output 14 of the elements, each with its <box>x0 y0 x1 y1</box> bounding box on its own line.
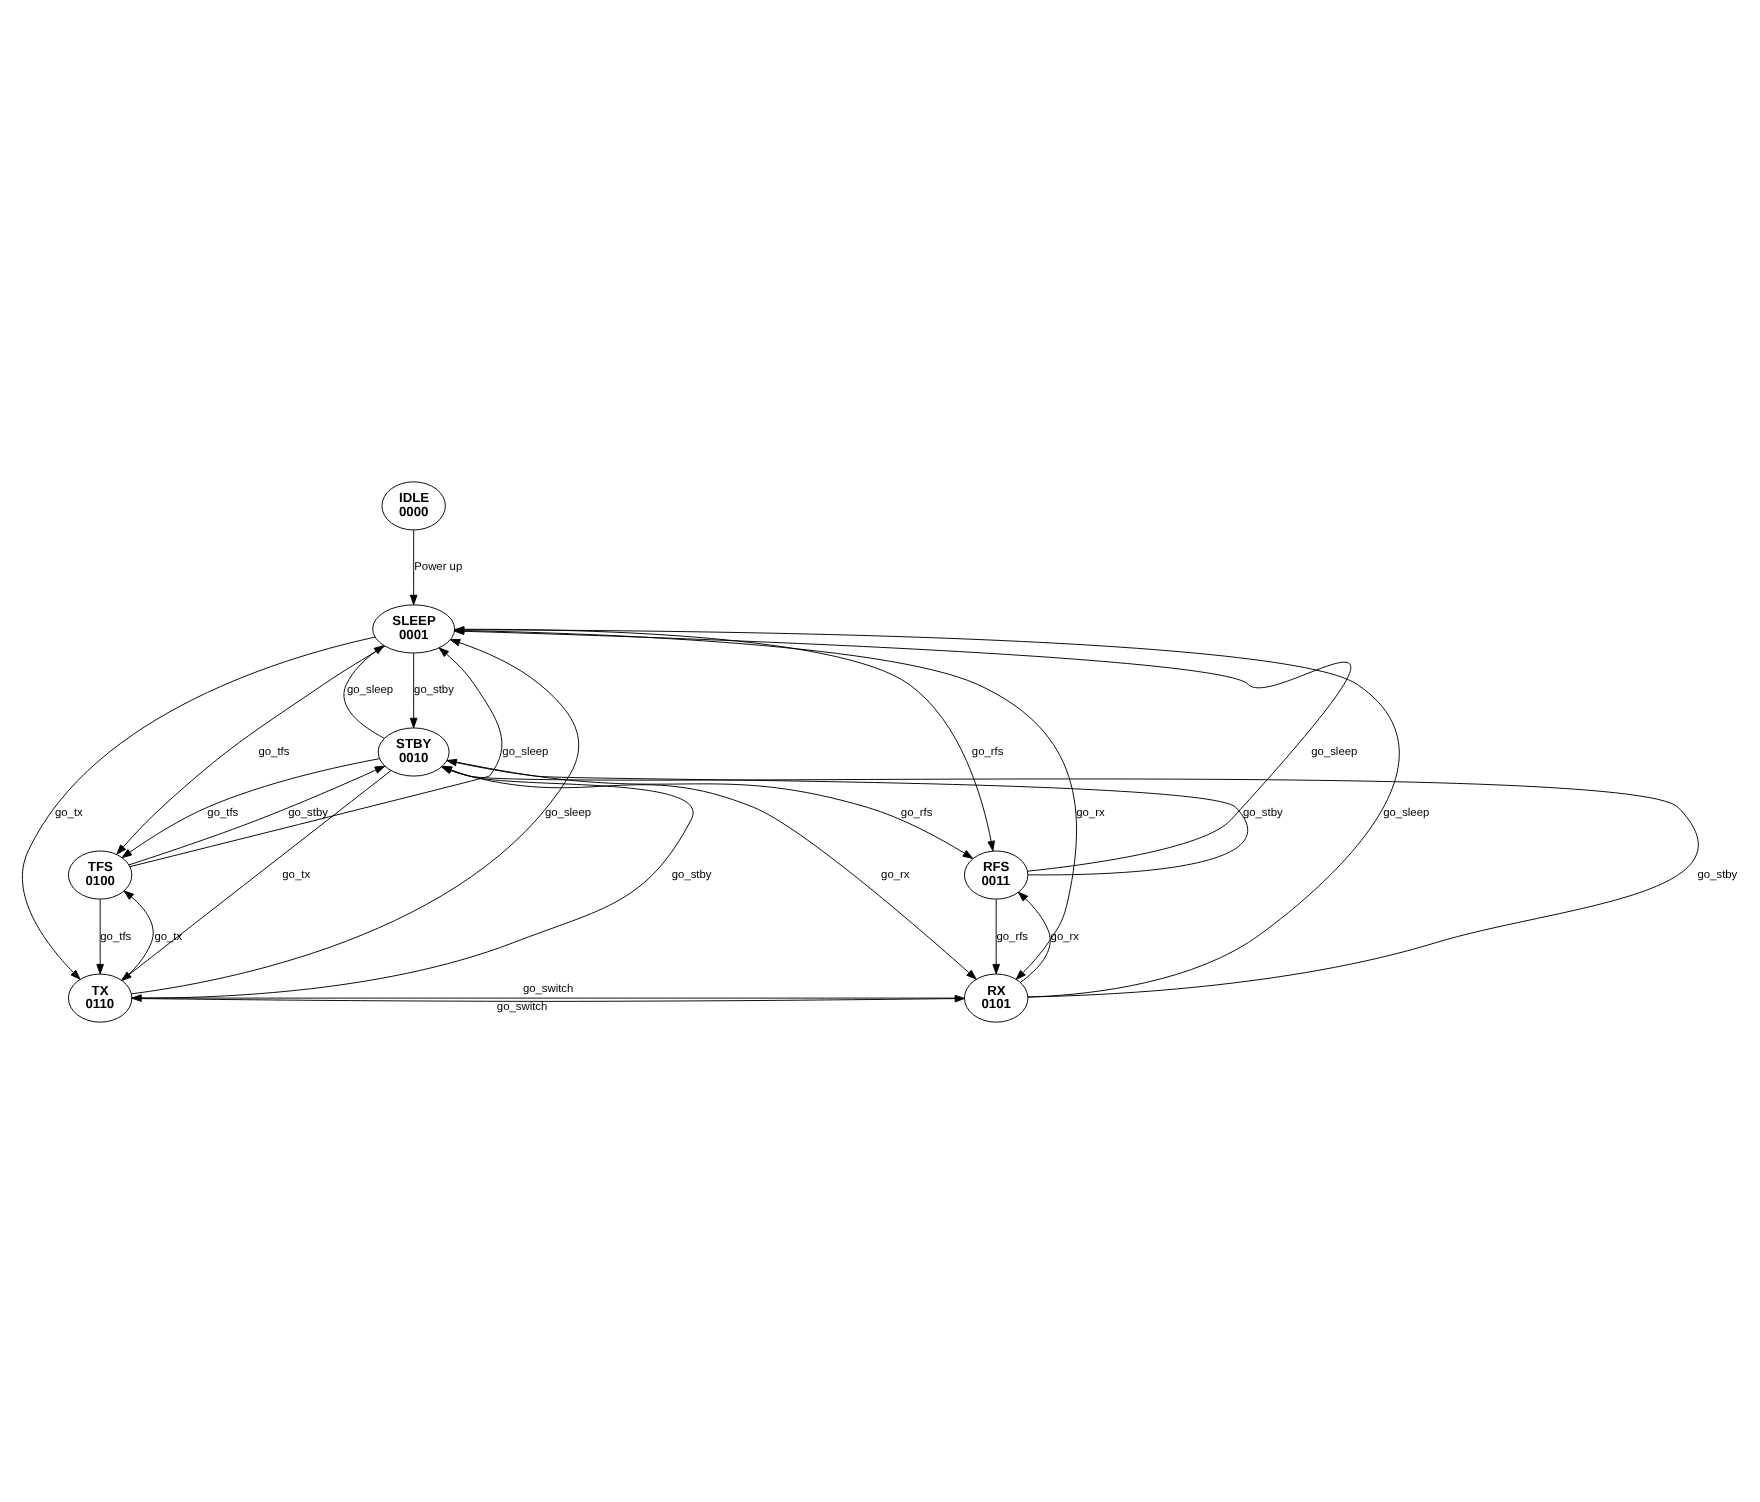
arrow <box>441 765 1699 997</box>
arrow <box>441 765 977 979</box>
arrow <box>409 651 418 728</box>
arrow <box>992 897 1000 974</box>
arrow <box>116 644 386 854</box>
arrow <box>131 764 694 998</box>
arrow <box>129 646 503 867</box>
arrow <box>446 758 974 858</box>
arrow <box>96 897 104 974</box>
arrow <box>130 637 580 994</box>
arrow <box>446 757 1248 875</box>
arrow <box>409 528 418 605</box>
arrow <box>1017 890 1051 982</box>
arrow <box>343 644 385 738</box>
